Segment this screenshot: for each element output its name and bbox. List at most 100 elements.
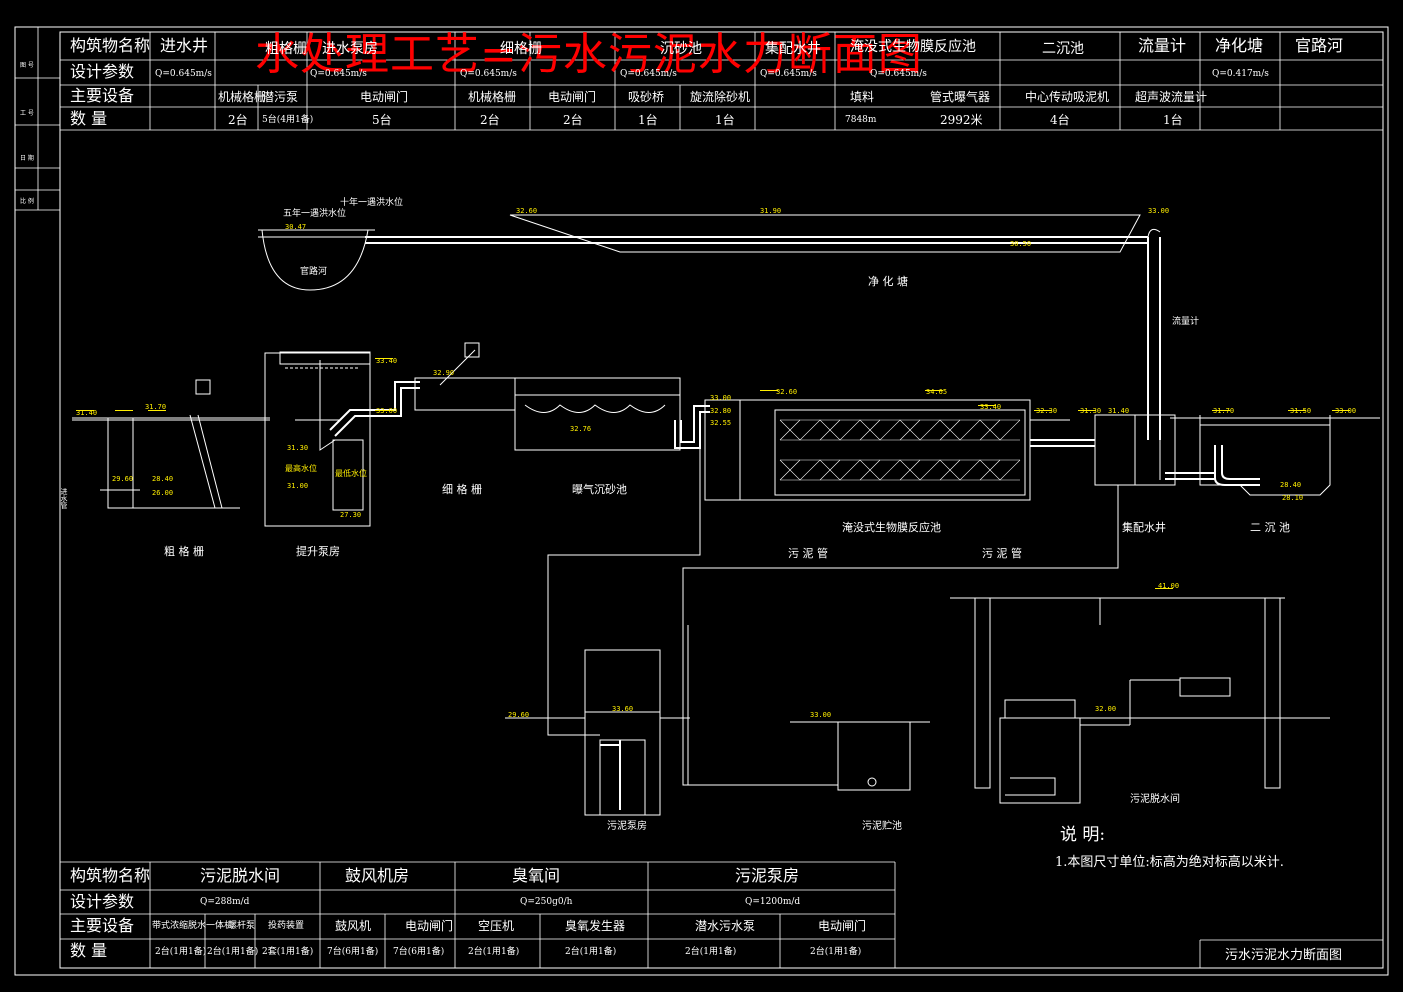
label-lift-pump-house: 提升泵房: [296, 545, 340, 558]
top-param: Q=0.645m/s: [870, 69, 927, 79]
top-param: Q=0.645m/s: [460, 69, 517, 79]
label-purification-pond: 净 化 塘: [868, 275, 908, 288]
top-equipment: 电动闸门: [548, 90, 597, 104]
bottom-header-params: 设计参数: [70, 892, 135, 911]
top-param: Q=0.645m/s: [620, 69, 677, 79]
label-flowmeter: 流量计: [1172, 317, 1200, 327]
side-label: 日 期: [20, 155, 34, 162]
bottom-param: Q=288m/d: [200, 897, 250, 907]
bottom-equipment: 带式浓缩脱水一体机: [152, 921, 234, 931]
bottom-header-structure: 构筑物名称: [70, 866, 151, 885]
top-structure-secondary-clarifier: 二沉池: [1042, 41, 1084, 57]
top-structure-distribution-well: 集配水井: [765, 41, 821, 57]
bottom-param: Q=250g0/h: [520, 897, 573, 907]
elevation-label: 31.00: [287, 482, 309, 490]
elevation-label: 28.40: [1280, 481, 1302, 489]
bottom-equipment: 投药装置: [268, 921, 305, 931]
label-fine-screen: 细 格 栅: [442, 483, 482, 496]
top-equipment: 电动闸门: [360, 90, 409, 104]
label-sludge-pipe: 污 泥 管: [982, 547, 1022, 560]
bottom-equipment: 鼓风机: [335, 919, 372, 933]
top-param: Q=0.645m/s: [310, 69, 367, 79]
top-quantity: 1台: [1163, 113, 1183, 127]
elevation-label: 32.60: [516, 207, 538, 215]
top-equipment: 中心传动吸泥机: [1025, 90, 1110, 104]
top-header-structure: 构筑物名称: [70, 36, 151, 55]
top-param: Q=0.645m/s: [760, 69, 817, 79]
top-quantity: 1台: [715, 113, 735, 127]
title-watermark: 水处理工艺=污水污泥水力断面图: [255, 29, 923, 80]
elevation-label: 41.00: [1158, 582, 1180, 590]
top-header-params: 设计参数: [70, 62, 135, 81]
elevation-label: 33.40: [980, 403, 1002, 411]
top-quantity: 4台: [1050, 113, 1070, 127]
elevation-label: 32.76: [570, 425, 592, 433]
label-distribution-well: 集配水井: [1122, 521, 1166, 534]
elevation-label: 32.80: [710, 407, 732, 415]
bottom-structure: 鼓风机房: [345, 866, 410, 885]
side-label: 工 号: [20, 110, 34, 117]
label-biofilm-reactor: 淹没式生物膜反应池: [842, 521, 941, 534]
bottom-header-quantity: 数 量: [70, 941, 108, 960]
label-max-water-level: 最高水位: [285, 464, 317, 473]
inner-frame: [59, 31, 1384, 969]
elevation-label: 33.00: [710, 394, 732, 402]
top-quantity: 5台(4用1备): [262, 115, 314, 125]
top-structure-flowmeter: 流量计: [1138, 36, 1187, 55]
elevation-label: 31.50: [1290, 407, 1312, 415]
drawing-title: 污水污泥水力断面图: [1225, 948, 1343, 963]
top-equipment: 机械格栅: [468, 90, 517, 104]
top-quantity: 1台: [638, 113, 658, 127]
side-label: 比 例: [20, 198, 34, 205]
elevation-label: 32.30: [1036, 407, 1058, 415]
elevation-label: 31.40: [1108, 407, 1130, 415]
top-equipment: 超声波流量计: [1135, 90, 1208, 104]
elevation-label: 32.60: [776, 388, 798, 396]
bottom-param: Q=1200m/d: [745, 897, 801, 907]
top-structure-purification-pond: 净化塘: [1215, 36, 1264, 55]
elevation-label: 31.70: [1213, 407, 1235, 415]
label-flood-5yr: 五年一遇洪水位: [283, 209, 347, 219]
elevation-label: 29.60: [112, 475, 134, 483]
label-min-water-level: 最低水位: [335, 469, 367, 478]
top-equipment: 填料: [850, 90, 875, 104]
elevation-label: 33.00: [1148, 207, 1170, 215]
label-guanlu-river: 官路河: [300, 267, 328, 277]
label-sludge-pipe: 污 泥 管: [788, 547, 828, 560]
elevation-markers: [76, 358, 1350, 589]
bottom-quantity: 7台(6用1备): [393, 947, 445, 957]
elevation-label: 29.60: [508, 711, 530, 719]
bottom-structure: 污泥泵房: [735, 866, 800, 885]
bottom-quantity: 2台(1用1备): [685, 947, 737, 957]
bottom-quantity: 2套(1用1备): [262, 947, 314, 957]
bottom-equipment: 螺杆泵: [228, 921, 256, 931]
outer-frame: [14, 26, 1389, 976]
top-structure-fine-screen: 细格栅: [500, 41, 542, 57]
elevation-label: 31.30: [287, 444, 309, 452]
side-label: 图 号: [20, 62, 34, 69]
top-table-grid: [60, 32, 1383, 131]
elevation-label: 28.10: [1282, 494, 1304, 502]
elevation-label: 33.00: [810, 711, 832, 719]
label-sludge-storage: 污泥贮池: [862, 821, 902, 832]
label-secondary-clarifier: 二 沉 池: [1250, 521, 1290, 534]
bottom-quantity: 2台(1用1备): [468, 947, 520, 957]
bottom-equipment: 潜水污水泵: [695, 919, 756, 933]
biofilm-media-pattern: [779, 419, 1021, 501]
bottom-quantity: 2台(1用1备): [207, 947, 259, 957]
bottom-quantity: 2台(1用1备): [810, 947, 862, 957]
elevation-label: 32.90: [433, 369, 455, 377]
bottom-equipment: 臭氧发生器: [565, 919, 626, 933]
top-structure-coarse-screen: 粗格栅: [265, 41, 307, 57]
elevation-label: 26.00: [152, 489, 174, 497]
top-equipment: 机械格栅: [218, 90, 267, 104]
top-structure-inlet-well: 进水井: [160, 36, 209, 55]
elevation-label: 31.70: [145, 403, 167, 411]
notes-title: 说 明:: [1060, 825, 1106, 845]
top-header-quantity: 数 量: [70, 109, 108, 128]
elevation-label: 31.30: [1080, 407, 1102, 415]
top-quantity: 5台: [372, 113, 392, 127]
top-equipment: 管式曝气器: [930, 90, 991, 104]
elevation-label: 32.55: [710, 419, 732, 427]
